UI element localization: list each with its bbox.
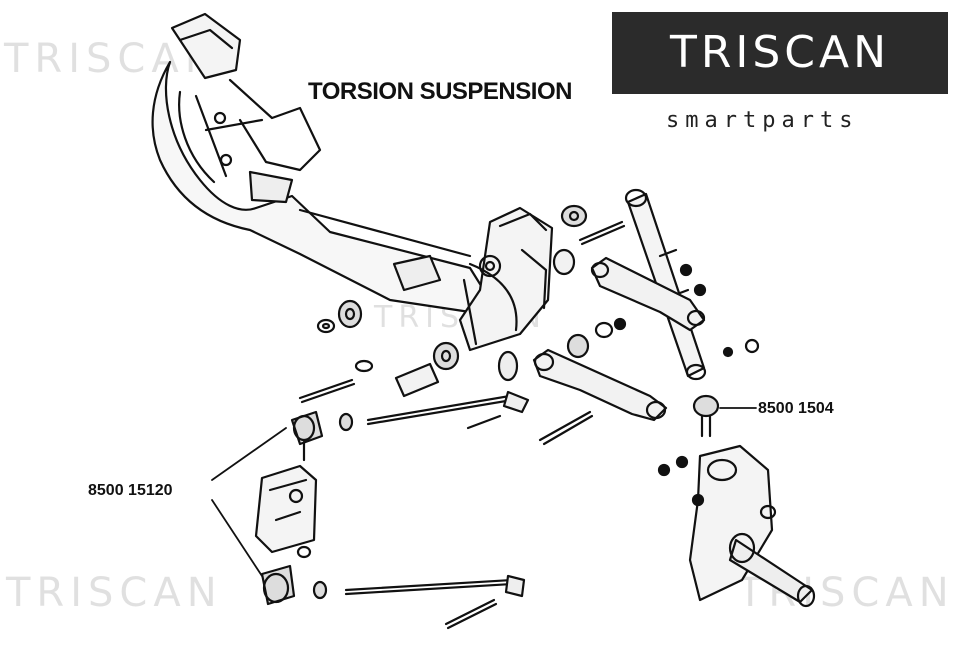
tie-rod-end-upper <box>290 410 324 462</box>
mounting-bracket <box>458 206 554 352</box>
tie-rod-end-lower <box>260 564 328 606</box>
tie-rod-upper <box>338 390 530 432</box>
torsion-beam-arm <box>151 12 492 314</box>
diagram-title: TORSION SUSPENSION <box>308 78 572 105</box>
leader-lines <box>211 407 757 577</box>
tie-rod-lower <box>344 574 526 598</box>
brand-logo: TRISCAN <box>612 12 948 94</box>
watermark-bottom-left: TRISCAN <box>6 570 223 616</box>
steering-knuckle <box>657 444 816 608</box>
lower-control-arm <box>532 317 760 422</box>
part-label-tie-rod-ends: 8500 15120 <box>88 482 173 499</box>
ball-joint <box>692 394 720 438</box>
brand-logo-text: TRISCAN <box>669 27 891 78</box>
watermark-top-left: TRISCAN <box>4 36 221 82</box>
part-label-ball-joint: 8500 1504 <box>758 400 834 417</box>
steering-bracket <box>254 464 318 559</box>
brand-tagline: smartparts <box>666 108 859 133</box>
bolts <box>298 378 594 630</box>
upper-control-arm <box>590 256 707 332</box>
bushing-set-upper <box>552 204 626 276</box>
bushing-set-left <box>316 299 519 398</box>
